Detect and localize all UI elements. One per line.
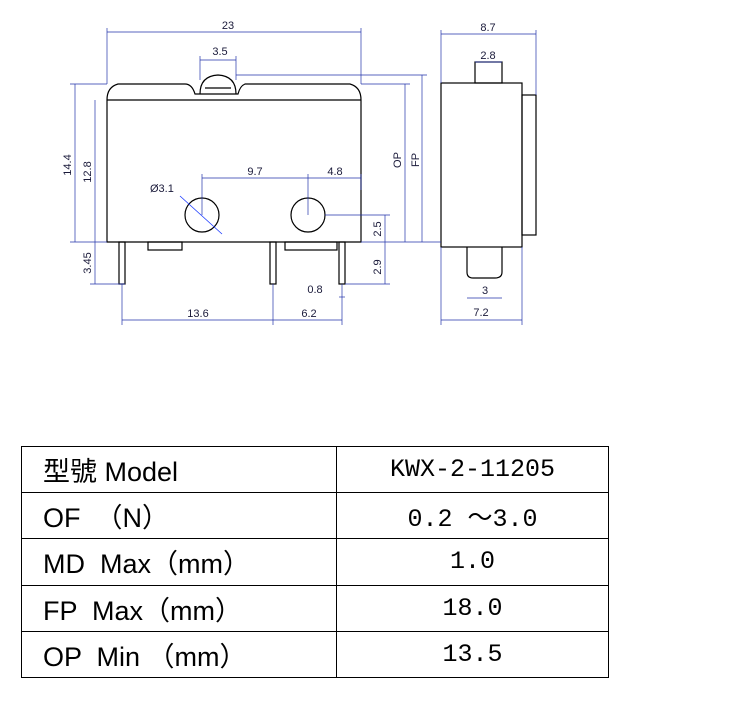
dim-pin-thickness: 0.8 [307, 284, 322, 296]
spec-value: KWX-2-11205 [336, 445, 609, 494]
switch-dimension-drawing: 23 3.5 8.7 2.8 14.4 12.8 OP FP Ø3.1 9.7 … [62, 20, 537, 325]
dim-hole-edge: 4.8 [327, 166, 342, 178]
spec-value: 0.2 ～3.0 [336, 492, 609, 540]
dim-side-terminal: 3 [482, 285, 488, 297]
dim-pin-spacing-2: 6.2 [301, 308, 316, 320]
dim-hole-spacing: 9.7 [247, 166, 262, 178]
terminal-2 [269, 241, 277, 285]
spec-label: OP Min （mm） [21, 630, 337, 678]
spec-value: 18.0 [336, 584, 609, 632]
spec-row-fp: FP Max（mm） 18.0 [21, 584, 609, 632]
dim-pin-spacing-1: 13.6 [187, 308, 208, 320]
spec-row-op: OP Min （mm） 13.5 [21, 630, 609, 678]
dim-lever-width: 3.5 [212, 46, 227, 58]
spec-row-md: MD Max（mm） 1.0 [21, 538, 609, 586]
terminal-3 [338, 241, 346, 285]
side-view-body [440, 82, 523, 248]
switch-body-outline [106, 83, 362, 243]
dim-side-width: 8.7 [480, 22, 495, 34]
dim-pin-length: 3.45 [82, 252, 94, 273]
spec-value: 1.0 [336, 538, 609, 586]
dim-width-total: 23 [222, 20, 234, 32]
dim-side-width-bottom: 7.2 [473, 307, 488, 319]
spec-label: OF （N） [21, 492, 337, 540]
terminal-1 [118, 241, 126, 285]
dim-fp-label: FP [410, 153, 422, 167]
spec-label: 型號 Model [21, 445, 337, 494]
spec-label: MD Max（mm） [21, 538, 337, 586]
dim-height-total: 14.4 [62, 154, 74, 175]
spec-label: FP Max（mm） [21, 584, 337, 632]
spec-row-of: OF （N） 0.2 ～3.0 [21, 492, 609, 540]
dim-pin-height: 2.9 [372, 259, 384, 274]
lever [199, 74, 237, 95]
spec-value: 13.5 [336, 630, 609, 678]
dim-height-body: 12.8 [82, 161, 94, 182]
dim-hole-height: 2.5 [372, 221, 384, 236]
dim-side-plunger: 2.8 [480, 50, 495, 62]
dim-op-label: OP [392, 152, 404, 168]
spec-row-model: 型號 Model KWX-2-11205 [21, 445, 609, 494]
spec-table: 型號 Model KWX-2-11205 OF （N） 0.2 ～3.0 MD … [21, 445, 609, 678]
dim-hole-dia: Ø3.1 [150, 183, 174, 195]
